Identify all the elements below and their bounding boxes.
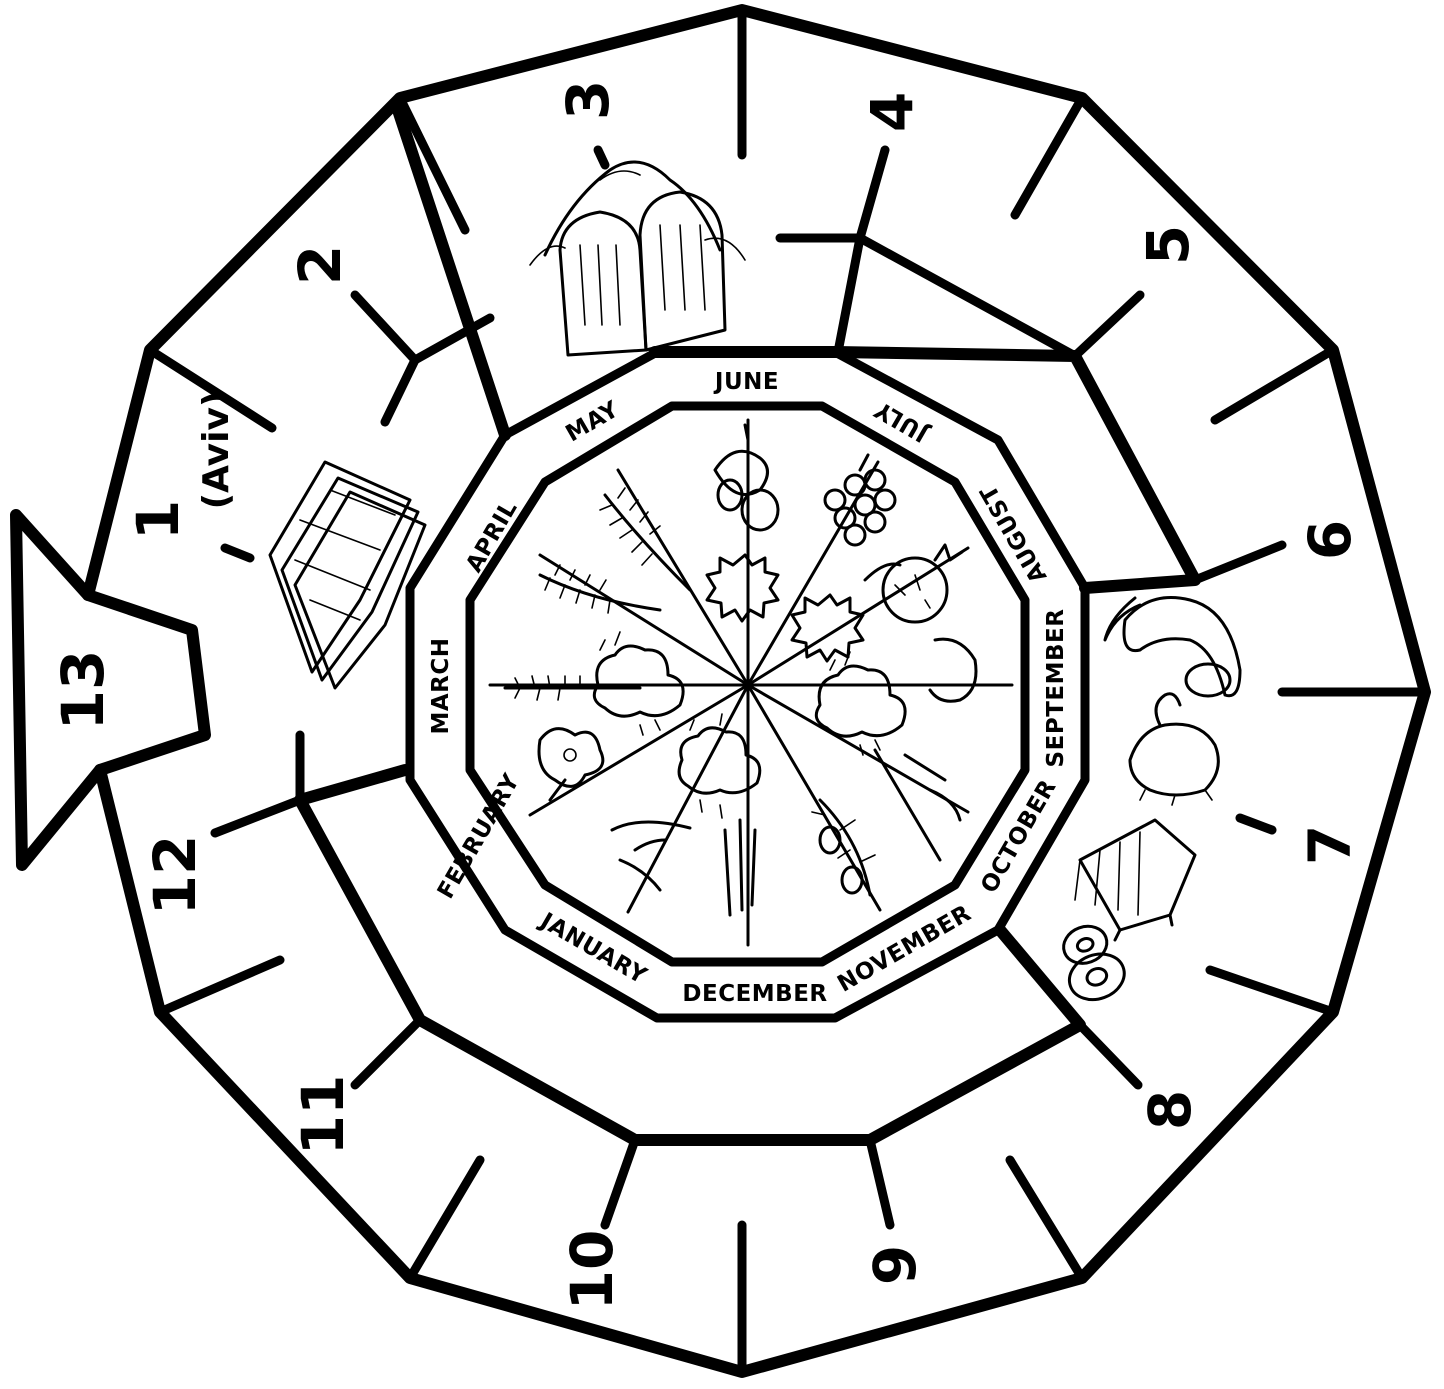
number-11: 11 <box>289 1075 357 1156</box>
plow-icon <box>875 639 976 860</box>
barley-icon <box>540 565 660 613</box>
outer-dividers <box>150 10 1425 1372</box>
flax-icon <box>505 676 640 700</box>
number-6: 6 <box>1296 520 1364 560</box>
grapes-icon <box>825 455 895 545</box>
number-4: 4 <box>858 92 926 132</box>
month-september: SEPTEMBER <box>1043 609 1069 768</box>
matzah-icon <box>270 462 425 688</box>
number-8: 8 <box>1136 1090 1204 1130</box>
number-9: 9 <box>861 1245 929 1285</box>
month-june: JUNE <box>713 369 779 395</box>
sukkah-icon <box>1075 820 1195 940</box>
number-3: 3 <box>554 80 622 120</box>
shoots-icon <box>612 822 690 890</box>
shofar-icon <box>1105 598 1240 697</box>
month-march: MARCH <box>428 637 454 734</box>
outer-ring-border <box>16 10 1425 1372</box>
number-12: 12 <box>141 835 209 916</box>
number-2: 2 <box>286 245 354 285</box>
tablets-icon <box>530 162 745 355</box>
wheat-icon <box>600 488 690 590</box>
number-5: 5 <box>1134 225 1202 265</box>
sun-icon <box>707 555 863 661</box>
number-13: 13 <box>49 650 117 731</box>
number-7: 7 <box>1296 825 1364 865</box>
goat-icon <box>1130 694 1218 805</box>
aviv-label: (Aviv) <box>196 391 237 510</box>
hub-spokes <box>490 420 1012 945</box>
grass-icon <box>725 820 755 915</box>
number-1: 1 <box>124 500 192 540</box>
rain-cloud-icon <box>594 632 905 818</box>
month-december: DECEMBER <box>682 981 827 1007</box>
number-10: 10 <box>558 1230 626 1311</box>
